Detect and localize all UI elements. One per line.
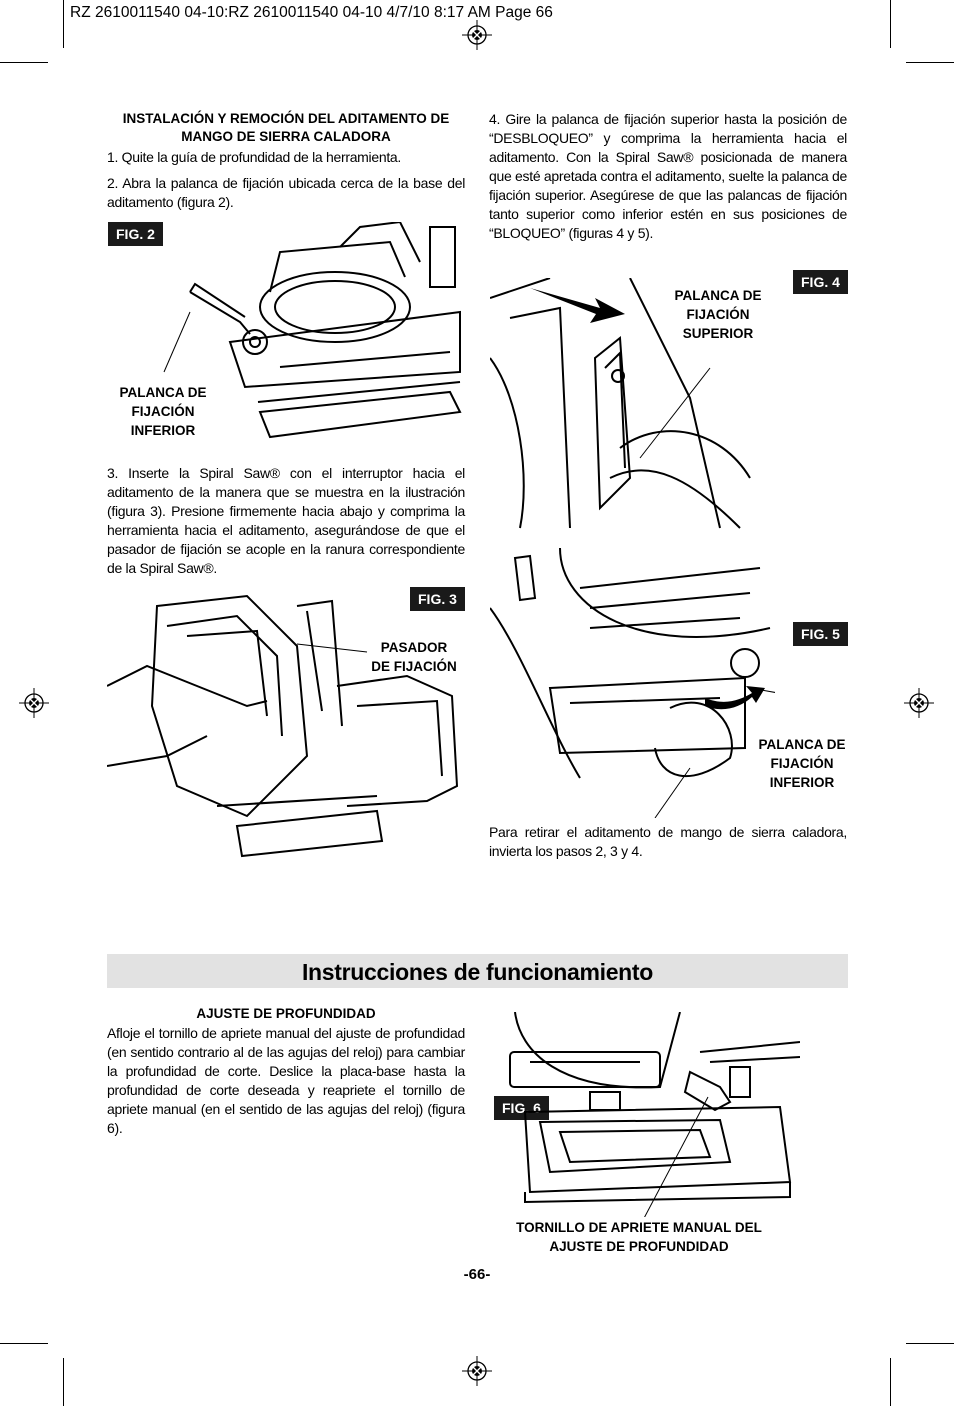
crop-mark: [890, 0, 891, 48]
registration-mark-icon: [904, 688, 934, 718]
fig-6-callout: TORNILLO DE APRIETE MANUAL DEL AJUSTE DE…: [508, 1218, 770, 1256]
callout-line: SUPERIOR: [682, 326, 754, 341]
fig-3-callout: PASADOR DE FIJACIÓN: [366, 638, 462, 676]
fig-4-illustration: [490, 278, 751, 529]
callout-line: PALANCA DE: [674, 288, 762, 303]
callout-line: AJUSTE DE PROFUNDIDAD: [549, 1239, 729, 1254]
callout-line: TORNILLO DE APRIETE MANUAL DEL: [516, 1220, 762, 1235]
fig-3-tag: FIG. 3: [410, 587, 465, 611]
registration-mark-icon: [462, 1356, 492, 1386]
install-heading-line: MANGO DE SIERRA CALADORA: [181, 129, 391, 144]
fig-6-illustration: [509, 1012, 800, 1217]
registration-mark-icon: [462, 20, 492, 50]
crop-mark: [0, 62, 48, 63]
fig-3-illustration: [107, 594, 459, 858]
crop-mark: [63, 0, 64, 48]
depth-heading: AJUSTE DE PROFUNDIDAD: [196, 1006, 376, 1021]
crop-mark: [890, 1358, 891, 1406]
install-heading-line: INSTALACIÓN Y REMOCIÓN DEL ADITAMENTO DE: [122, 111, 450, 126]
section-title: Instrucciones de funcionamiento: [301, 959, 654, 985]
callout-line: FIJACIÓN: [770, 756, 834, 771]
section-banner: Instrucciones de funcionamiento: [107, 954, 848, 988]
page-number: -66-: [463, 1266, 491, 1283]
crop-mark: [906, 1343, 954, 1344]
fig-5-illustration: [490, 548, 775, 818]
fig-2-tag: FIG. 2: [108, 222, 163, 246]
step-1: 1. Quite la guía de profundidad de la he…: [107, 149, 401, 165]
install-heading: INSTALACIÓN Y REMOCIÓN DEL ADITAMENTO DE…: [107, 110, 465, 146]
callout-line: PASADOR: [380, 640, 448, 655]
fig-6-tag: FIG. 6: [494, 1096, 549, 1120]
callout-line: FIJACIÓN: [131, 404, 195, 419]
fig-2-illustration: [163, 222, 462, 439]
step-4: 4. Gire la palanca de fijación superior …: [489, 111, 847, 241]
registration-mark-icon: [19, 688, 49, 718]
crop-mark: [906, 62, 954, 63]
callout-line: FIJACIÓN: [686, 307, 750, 322]
fig-4-tag: FIG. 4: [793, 270, 848, 294]
step-3: 3. Inserte la Spiral Saw® con el interru…: [107, 465, 465, 576]
callout-line: INFERIOR: [769, 775, 835, 790]
depth-body: Afloje el tornillo de apriete manual del…: [107, 1025, 465, 1136]
fig-5-callout: PALANCA DE FIJACIÓN INFERIOR: [754, 735, 850, 792]
fig-4-callout: PALANCA DE FIJACIÓN SUPERIOR: [666, 286, 770, 343]
fig-5-tag: FIG. 5: [793, 622, 848, 646]
callout-line: PALANCA DE: [758, 737, 846, 752]
callout-line: INFERIOR: [130, 423, 196, 438]
step-2: 2. Abra la palanca de fijación ubicada c…: [107, 175, 465, 210]
callout-line: DE FIJACIÓN: [371, 659, 457, 674]
removal-note: Para retirar el aditamento de mango de s…: [489, 824, 847, 859]
fig-2-callout: PALANCA DE FIJACIÓN INFERIOR: [111, 383, 215, 440]
crop-mark: [63, 1358, 64, 1406]
crop-mark: [0, 1343, 48, 1344]
callout-line: PALANCA DE: [119, 385, 207, 400]
print-slug: RZ 2610011540 04-10:RZ 2610011540 04-10 …: [70, 4, 553, 21]
